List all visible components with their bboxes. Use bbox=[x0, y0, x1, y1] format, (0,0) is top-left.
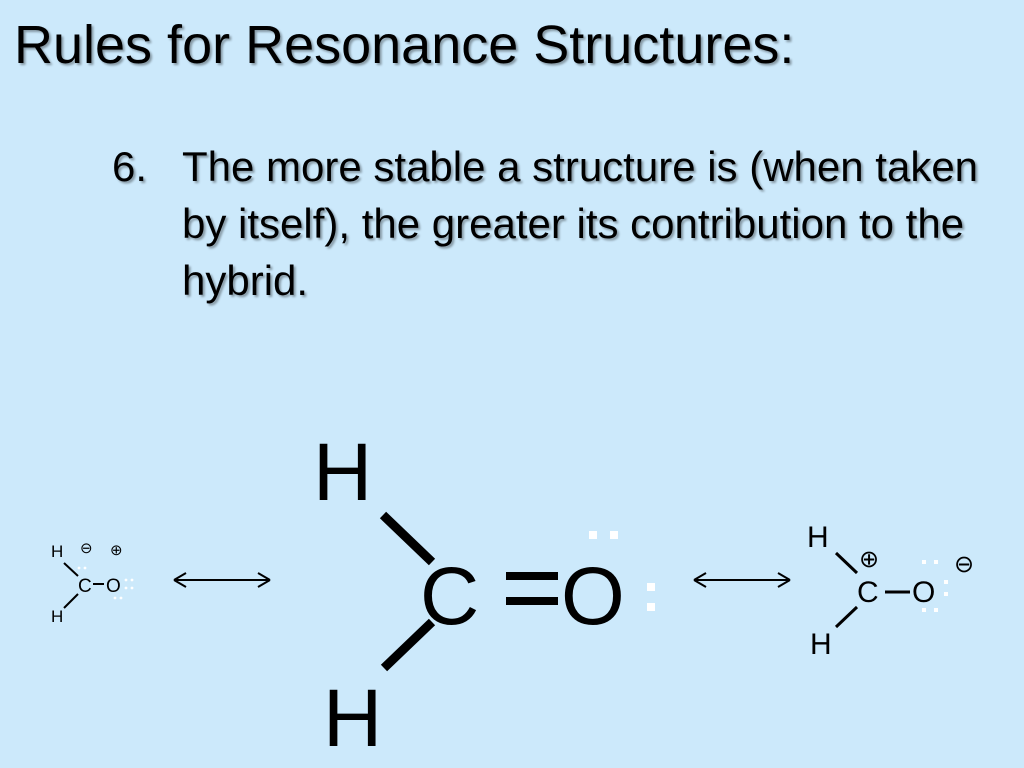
left-bond-ch-top bbox=[63, 562, 79, 577]
center-carbon: C bbox=[420, 551, 479, 642]
left-oxygen: O bbox=[106, 576, 121, 597]
right-hydrogen-bottom: H bbox=[810, 628, 832, 661]
right-resonance-structure: H H C O ⊕ ⊖ bbox=[807, 521, 974, 661]
left-hydrogen-top: H bbox=[51, 542, 63, 561]
left-carbon: C bbox=[78, 576, 92, 597]
left-resonance-structure: H H C O ⊖ ⊕ bbox=[51, 540, 134, 626]
rule-text: The more stable a structure is (when tak… bbox=[182, 143, 979, 304]
left-charge-oxygen: ⊕ bbox=[110, 542, 123, 559]
center-double-bond-lower bbox=[506, 597, 558, 605]
right-lone-pairs bbox=[922, 560, 948, 612]
right-bond-ch-bottom bbox=[834, 605, 859, 629]
right-hydrogen-top: H bbox=[807, 521, 829, 554]
center-hydrogen-bottom: H bbox=[323, 673, 382, 764]
right-resonance-arrow bbox=[693, 572, 791, 588]
left-resonance-arrow bbox=[173, 572, 271, 588]
center-lone-pairs bbox=[589, 531, 655, 611]
slide-title: Rules for Resonance Structures: bbox=[14, 15, 795, 75]
right-carbon: C bbox=[857, 576, 879, 609]
right-charge-carbon: ⊕ bbox=[859, 546, 879, 573]
center-double-bond-upper bbox=[506, 572, 558, 580]
left-hydrogen-bottom: H bbox=[51, 607, 63, 626]
center-resonance-structure: H H C O bbox=[313, 427, 655, 764]
center-oxygen: O bbox=[561, 551, 625, 642]
right-bond-ch-top bbox=[834, 551, 859, 575]
right-oxygen: O bbox=[912, 576, 935, 609]
center-hydrogen-top: H bbox=[313, 427, 372, 518]
left-bond-ch-bottom bbox=[63, 593, 79, 609]
center-bond-ch-bottom bbox=[380, 618, 436, 672]
rule-number: 6. bbox=[112, 143, 148, 190]
left-lone-pairs bbox=[77, 566, 134, 600]
left-charge-carbon: ⊖ bbox=[80, 540, 93, 557]
right-charge-oxygen: ⊖ bbox=[954, 551, 974, 578]
center-bond-ch-top bbox=[379, 511, 436, 566]
